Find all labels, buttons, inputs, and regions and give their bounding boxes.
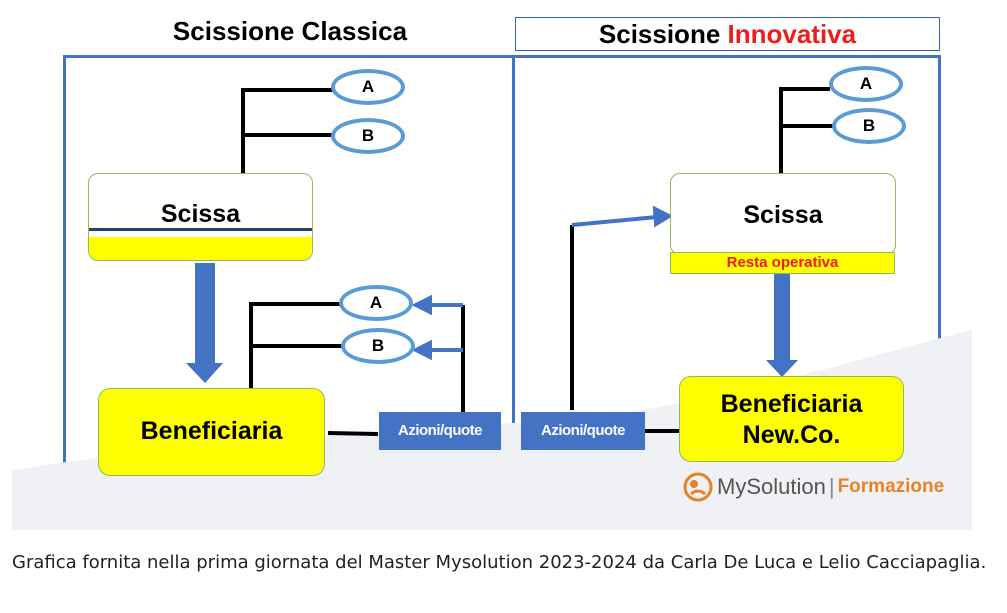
shareholder-a-right: A: [829, 66, 903, 102]
mysolution-logo: MySolution | Formazione: [683, 471, 944, 503]
scissa-left-label: Scissa: [160, 200, 241, 228]
beneficiaria-newco-line2: New.Co.: [742, 421, 841, 449]
left-share-arrows: [411, 294, 463, 361]
logo-separator: |: [828, 474, 835, 499]
title-scissione-classica: Scissione Classica: [172, 16, 408, 46]
title-accent: Innovativa: [727, 19, 857, 49]
diagram-figure: Scissione Classica Scissione Innovativa: [12, 16, 972, 530]
logo-sub: Formazione: [837, 476, 945, 497]
left-down-arrow: [186, 263, 223, 383]
scissa-right: Scissa: [670, 173, 896, 255]
right-share-arrow: [571, 205, 674, 228]
beneficiaria-newco-line1: Beneficiaria: [720, 390, 863, 418]
right-top-bracket: [570, 87, 833, 433]
title-prefix: Scissione: [598, 19, 728, 49]
shareholder-b-bottom-left: B: [341, 328, 415, 364]
shareholder-a-bottom-left: A: [339, 285, 413, 321]
figure-caption: Grafica fornita nella prima giornata del…: [12, 552, 987, 573]
scissa-left-yellow-band: [89, 237, 312, 260]
logo-name: MySolution: [717, 474, 826, 499]
azioni-quote-left: Azioni/quote: [379, 412, 501, 450]
left-bottom-bracket: [249, 302, 465, 436]
shareholder-b-top-left: B: [331, 118, 405, 154]
resta-operativa-label: Resta operativa: [670, 252, 895, 274]
scissa-left-rule: [89, 228, 312, 231]
title-scissione-innovativa: Scissione Innovativa: [515, 17, 940, 51]
mysolution-logo-icon: [683, 472, 713, 502]
shareholder-a-top-left: A: [331, 69, 405, 105]
scissa-left: Scissa: [88, 173, 313, 261]
beneficiaria-left: Beneficiaria: [98, 388, 325, 476]
left-top-bracket: [241, 88, 333, 175]
panel-divider: [512, 55, 515, 505]
right-down-arrow: [766, 274, 798, 377]
azioni-quote-right: Azioni/quote: [521, 412, 645, 450]
beneficiaria-newco: Beneficiaria New.Co.: [679, 376, 904, 462]
shareholder-b-right: B: [832, 108, 906, 144]
